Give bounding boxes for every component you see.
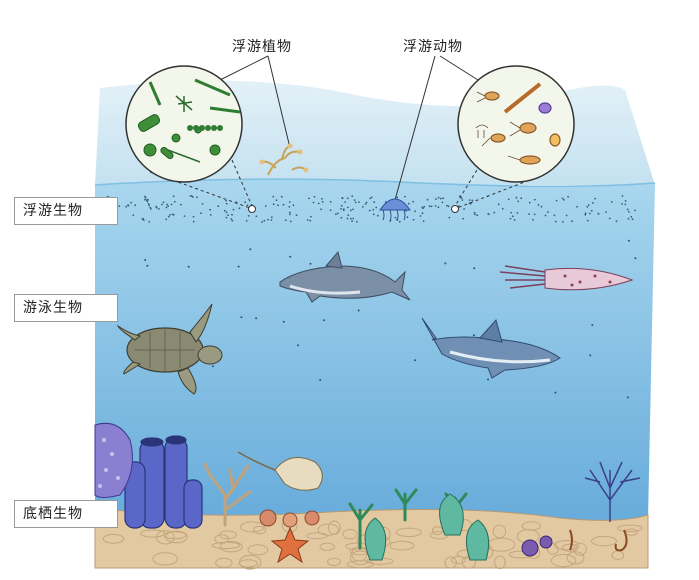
sea-fan <box>584 461 641 522</box>
phytoplankton-magnifier <box>125 65 243 183</box>
dolphin <box>279 250 411 303</box>
sea-turtle <box>116 303 223 395</box>
purple-coral <box>94 422 133 498</box>
callout-zooplankton: 浮游动物 <box>403 39 463 55</box>
seabed-critters <box>569 529 628 552</box>
zooplankton-magnifier <box>457 65 575 183</box>
jellyfish <box>379 198 411 223</box>
callout-lines <box>219 55 479 201</box>
shark <box>421 317 561 379</box>
starfish <box>270 526 310 564</box>
sea-urchins <box>521 535 553 557</box>
tube-sponges <box>124 435 203 529</box>
zone-label-benthos: 底栖生物 <box>14 500 118 528</box>
water-column <box>95 179 655 520</box>
sea-anemones <box>259 509 320 528</box>
zone-label-plankton: 浮游生物 <box>14 197 118 225</box>
branching-coral <box>203 462 252 527</box>
green-fan-weed <box>364 493 490 561</box>
zone-label-nekton: 游泳生物 <box>14 294 118 322</box>
sample-point-left <box>248 205 256 213</box>
stingray <box>237 451 323 491</box>
floating-seaweed <box>259 143 309 176</box>
squid <box>499 265 634 291</box>
callout-phytoplankton: 浮游植物 <box>232 39 292 55</box>
sample-point-right <box>451 205 459 213</box>
